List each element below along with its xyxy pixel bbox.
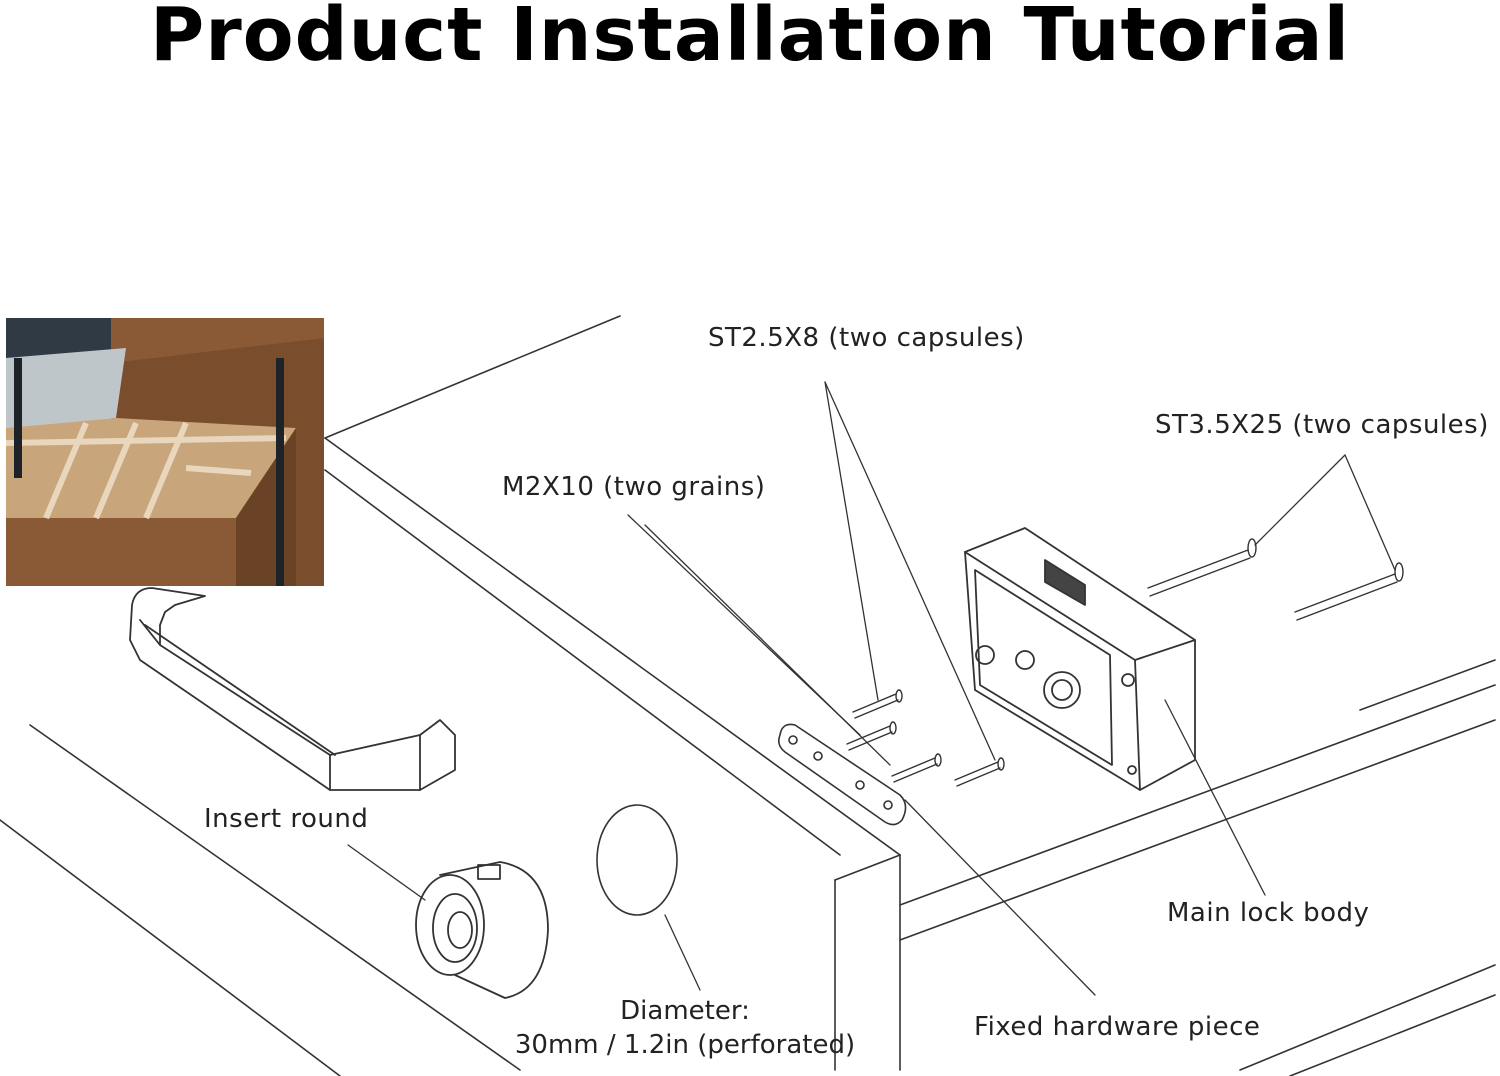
hardware-plate: [778, 723, 907, 826]
cabinet-outline: [0, 315, 1496, 1076]
long-screws: [1147, 538, 1404, 621]
drawer-handle: [129, 587, 456, 791]
main-lock-body: [964, 527, 1196, 791]
drawer-photo-illustration: [6, 318, 324, 586]
label-m2: M2X10 (two grains): [502, 472, 766, 502]
label-fixed-hardware: Fixed hardware piece: [974, 1012, 1261, 1042]
leader-lines: [347, 381, 1396, 996]
label-diameter-line1: Diameter:: [620, 996, 750, 1026]
drawer-photo: [6, 318, 324, 586]
drilled-hole: [596, 804, 678, 916]
label-st25: ST2.5X8 (two capsules): [708, 323, 1025, 353]
label-diameter: Diameter: 30mm / 1.2in (perforated): [505, 994, 865, 1062]
insert-round-part: [415, 861, 549, 999]
label-diameter-line2: 30mm / 1.2in (perforated): [514, 1030, 856, 1060]
label-insert-round: Insert round: [204, 804, 369, 834]
label-st35: ST3.5X25 (two capsules): [1155, 410, 1489, 440]
small-screws: [846, 689, 1005, 787]
page-title: Product Installation Tutorial: [150, 0, 1350, 78]
label-main-lock-body: Main lock body: [1167, 898, 1370, 928]
